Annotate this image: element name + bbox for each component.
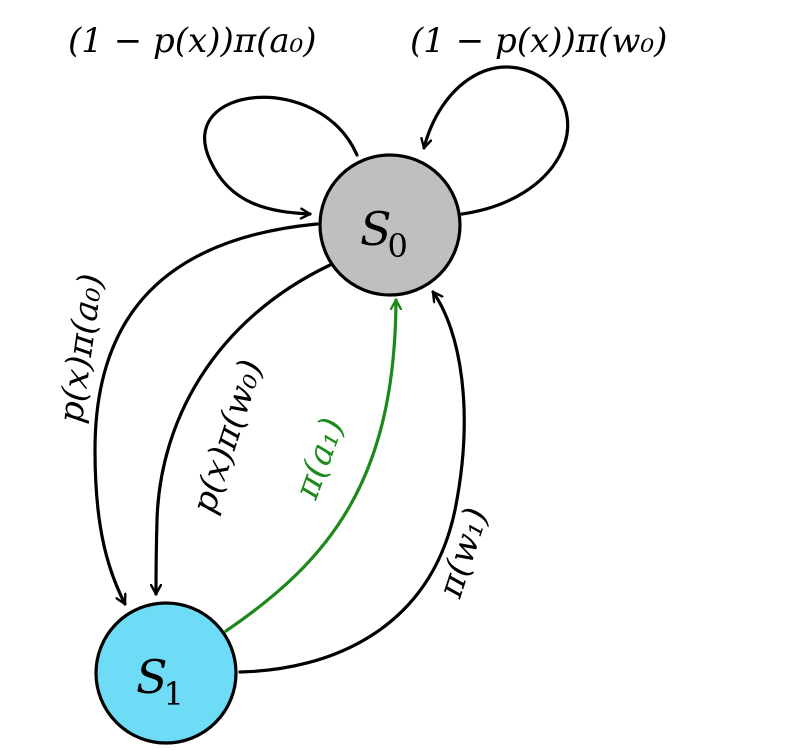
node-s0-circle	[318, 153, 462, 297]
edge-s1-s0-a1	[224, 298, 396, 633]
node-s1-circle	[94, 601, 238, 745]
edge-loop-a0	[203, 95, 359, 214]
label-loop-w0: (1 − p(x))π(w₀)	[410, 21, 667, 61]
node-s1-label: S1	[136, 650, 184, 713]
node-s0: S0	[318, 153, 462, 297]
label-s0-s1-w0: p(x)π(w₀)	[184, 355, 271, 519]
label-loop-a0: (1 − p(x))π(a₀)	[68, 21, 317, 61]
edge-s0-s1-a0	[93, 222, 319, 606]
node-s0-label: S0	[360, 202, 408, 265]
node-s1: S1	[94, 601, 238, 745]
edge-loop-w0	[424, 65, 570, 216]
edge-s1-s0-w1	[238, 290, 466, 674]
label-s0-s1-a0: p(x)π(a₀)	[51, 271, 112, 425]
label-s1-s0-a1: π(a₁)	[286, 413, 352, 505]
edge-s0-s1-w0	[156, 263, 332, 596]
